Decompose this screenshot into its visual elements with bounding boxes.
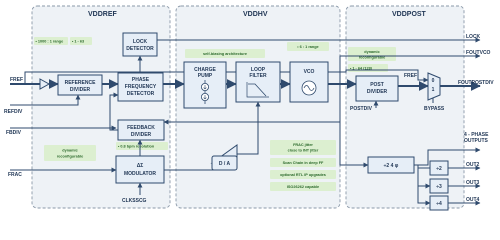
sine-wave-icon [301, 80, 317, 96]
loop-filter-block: LOOP FILTER [235, 61, 281, 103]
chip-self-biasing: self-biasing architecture [185, 49, 265, 58]
svg-text:FREQUENCY: FREQUENCY [125, 84, 157, 90]
chip-range-1-64: • 1 - 64 (128) [348, 64, 388, 72]
svg-text:ISO26262 capable: ISO26262 capable [287, 185, 319, 189]
svg-text:POST: POST [370, 82, 384, 88]
vddpost-label: VDDPOST [392, 11, 427, 18]
svg-text:• 1 - 64 (128): • 1 - 64 (128) [350, 67, 373, 71]
chip-frac-jitter: FRAC jitter close to INT jitter [270, 140, 336, 155]
div2-out-block: ÷2 [429, 160, 449, 176]
pin-fbdiv: FBDIV [6, 130, 22, 136]
pin-fref: FREF [10, 77, 23, 83]
post-divider-block: POST DIVIDER [355, 75, 399, 102]
svg-text:VCO: VCO [304, 69, 315, 75]
pin-foutvco: FOUTVCO [466, 50, 491, 56]
filter-response-icon [246, 82, 269, 98]
pin-lock: LOCK [466, 34, 481, 40]
feedback-divider-block: FEEDBACK DIVIDER [117, 119, 165, 141]
svg-text:reconfigurable: reconfigurable [57, 155, 83, 159]
svg-text:DIVIDER: DIVIDER [70, 87, 91, 93]
vddhv-label: VDDHV [243, 11, 268, 18]
svg-text:self-biasing architecture: self-biasing architecture [203, 52, 247, 56]
svg-text:DETECTOR: DETECTOR [127, 91, 155, 97]
svg-text:DIVIDER: DIVIDER [367, 89, 388, 95]
svg-text:FILTER: FILTER [249, 73, 267, 79]
svg-text:CHARGE: CHARGE [194, 67, 216, 73]
svg-text:÷2 4 φ: ÷2 4 φ [384, 163, 399, 169]
svg-text:close to INT jitter: close to INT jitter [288, 149, 319, 153]
delta-sigma-modulator-block: ΔΣ MODULATOR [115, 155, 165, 184]
svg-text:÷3: ÷3 [436, 184, 442, 190]
chip-range-6-1: • 6 : 1 range [287, 42, 329, 51]
pin-refdiv: REFDIV [4, 109, 23, 115]
chip-dynamic-reconfigurable-post: dynamic reconfigurable [348, 47, 396, 61]
svg-text:optional RTL IP upgrades: optional RTL IP upgrades [280, 173, 326, 177]
svg-text:1: 1 [432, 87, 435, 93]
chip-range-1000: • 1000 : 1 range [34, 37, 68, 45]
pin-4phase-line1: 4 - PHASE [464, 132, 489, 138]
pin-out4: OUT4 [466, 197, 480, 203]
svg-text:MODULATOR: MODULATOR [124, 171, 156, 177]
pin-out3: OUT3 [466, 180, 480, 186]
pin-fref-mux: FREF [404, 73, 417, 79]
svg-text:PUMP: PUMP [198, 73, 213, 79]
pin-bypass: BYPASS [424, 106, 445, 112]
pin-4phase-line2: OUTPUTS [464, 138, 489, 144]
charge-pump-block: CHARGE PUMP [183, 61, 227, 109]
svg-text:D / A: D / A [219, 161, 231, 167]
lock-detector-block: LOCK DETECTOR [122, 32, 158, 57]
div3-out-block: ÷3 [429, 178, 449, 194]
svg-text:LOOP: LOOP [251, 67, 266, 73]
pin-postdiv: POSTDIV [350, 106, 373, 112]
chip-scan-chain: Scan Chain in deep FF [270, 158, 336, 167]
chip-bit-resolution: • 0.8 bpm resolution [116, 142, 168, 150]
svg-text:0: 0 [432, 78, 435, 84]
output-mux: 0 1 [427, 72, 441, 101]
chip-range-1-63: • 1 - 63 [70, 37, 92, 45]
svg-text:DETECTOR: DETECTOR [126, 46, 154, 52]
svg-text:Scan Chain in deep FF: Scan Chain in deep FF [283, 161, 324, 165]
svg-text:FEEDBACK: FEEDBACK [127, 125, 155, 131]
svg-text:FRAC jitter: FRAC jitter [293, 143, 313, 147]
svg-text:reconfigurable: reconfigurable [359, 56, 385, 60]
reference-divider-block: REFERENCE DIVIDER [57, 74, 103, 96]
div2-4phase-block: ÷2 4 φ [367, 156, 415, 174]
vddref-label: VDDREF [88, 11, 118, 18]
current-source-icon [200, 80, 209, 104]
input-buffer [39, 78, 51, 90]
pin-out2: OUT2 [466, 162, 480, 168]
svg-text:÷2: ÷2 [436, 166, 442, 172]
chip-iso26262: ISO26262 capable [270, 182, 336, 191]
svg-text:PHASE: PHASE [132, 77, 150, 83]
chip-dynamic-reconfigurable-ref: dynamic reconfigurable [44, 145, 96, 161]
svg-text:DIVIDER: DIVIDER [131, 132, 152, 138]
chip-optional-rtl: optional RTL IP upgrades [270, 170, 336, 179]
svg-text:• 6 : 1 range: • 6 : 1 range [297, 45, 318, 49]
svg-text:• 1 - 63: • 1 - 63 [72, 40, 84, 44]
svg-text:REFERENCE: REFERENCE [65, 80, 97, 86]
pin-clksscg: CLKSSCG [122, 198, 147, 204]
svg-text:dynamic: dynamic [364, 50, 379, 54]
pll-block-diagram: VDDREF VDDHV VDDPOST • 1000 : 1 range • … [4, 5, 494, 211]
svg-text:÷4: ÷4 [436, 201, 442, 207]
pfd-block: PHASE FREQUENCY DETECTOR [117, 72, 164, 102]
svg-text:dynamic: dynamic [62, 149, 77, 153]
svg-text:• 1000 : 1 range: • 1000 : 1 range [36, 40, 64, 44]
div4-out-block: ÷4 [429, 195, 449, 211]
svg-text:• 0.8 bpm resolution: • 0.8 bpm resolution [118, 145, 155, 149]
svg-text:LOCK: LOCK [133, 39, 148, 45]
dac-block: D / A [210, 144, 238, 171]
pin-frac: FRAC [8, 172, 22, 178]
svg-text:ΔΣ: ΔΣ [137, 163, 144, 169]
pin-foutpostdiv: FOUTPOSTDIV [458, 80, 494, 86]
vco-block: VCO [289, 61, 329, 103]
